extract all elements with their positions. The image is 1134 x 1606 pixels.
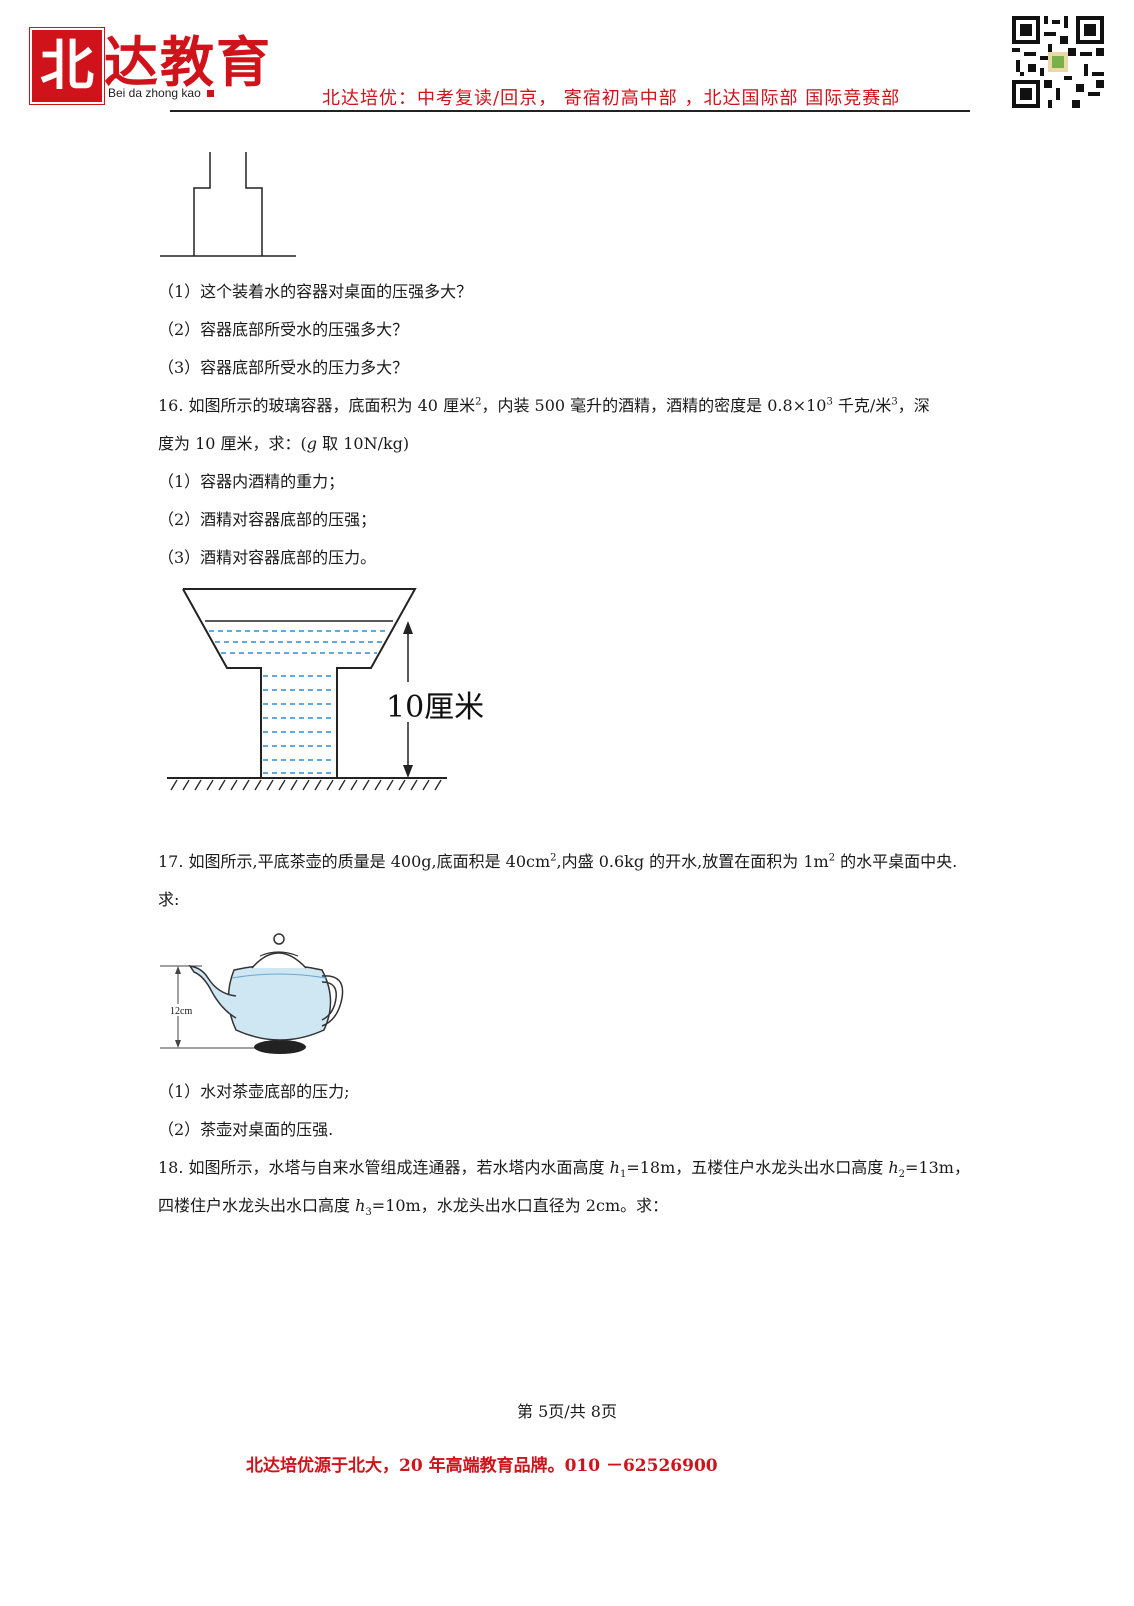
q17-part-2: （2）茶壶对桌面的压强. <box>158 1120 334 1139</box>
q16-stem-line-1: 16. 如图所示的玻璃容器，底面积为 40 厘米2，内装 500 毫升的酒精，酒… <box>158 396 930 415</box>
q15-container-figure <box>160 152 296 257</box>
q16-part-1: （1）容器内酒精的重力； <box>158 472 345 491</box>
q15-part-1: （1）这个装着水的容器对桌面的压强多大？ <box>158 282 473 301</box>
q17-stem-line-2: 求: <box>158 890 180 909</box>
q17-part-1: （1）水对茶壶底部的压力; <box>158 1082 350 1101</box>
q16-depth-label: 10厘米 <box>386 690 485 725</box>
q16-stem-line-2: 度为 10 厘米，求：(g 取 10N/kg) <box>158 434 410 453</box>
q16-glass-container-figure <box>167 588 495 791</box>
q15-part-3: （3）容器底部所受水的压力多大？ <box>158 358 409 377</box>
q16-part-2: （2）酒精对容器底部的压强； <box>158 510 377 529</box>
header-divider <box>170 110 970 112</box>
header-slogan: 北达培优：中考复读/回京， 寄宿初高中部 ，北达国际部 国际竞赛部 <box>322 88 901 109</box>
logo-subtitle: Bei da zhong kao <box>108 86 214 100</box>
q16-part-3: （3）酒精对容器底部的压力。 <box>158 548 377 567</box>
logo-text: 达教育 <box>104 30 272 94</box>
q17-teapot-figure <box>160 933 344 1054</box>
q18-stem-line-2: 四楼住户水龙头出水口高度 h3=10m，水龙头出水口直径为 2cm。求： <box>158 1196 669 1219</box>
qr-code-icon <box>1012 16 1104 108</box>
q17-height-label: 12cm <box>170 1006 193 1017</box>
q18-stem-line-1: 18. 如图所示，水塔与自来水管组成连通器，若水塔内水面高度 h1=18m，五楼… <box>158 1158 970 1181</box>
q17-stem-line-1: 17. 如图所示,平底茶壶的质量是 400g,底面积是 40cm2,内盛 0.6… <box>158 852 958 871</box>
page-number: 第 5页/共 8页 <box>517 1402 617 1421</box>
q15-part-2: （2）容器底部所受水的压强多大？ <box>158 320 409 339</box>
footer-slogan: 北达培优源于北大，20 年高端教育品牌。010 －62526900 <box>246 1456 718 1476</box>
logo-mark: 北 <box>29 27 105 105</box>
